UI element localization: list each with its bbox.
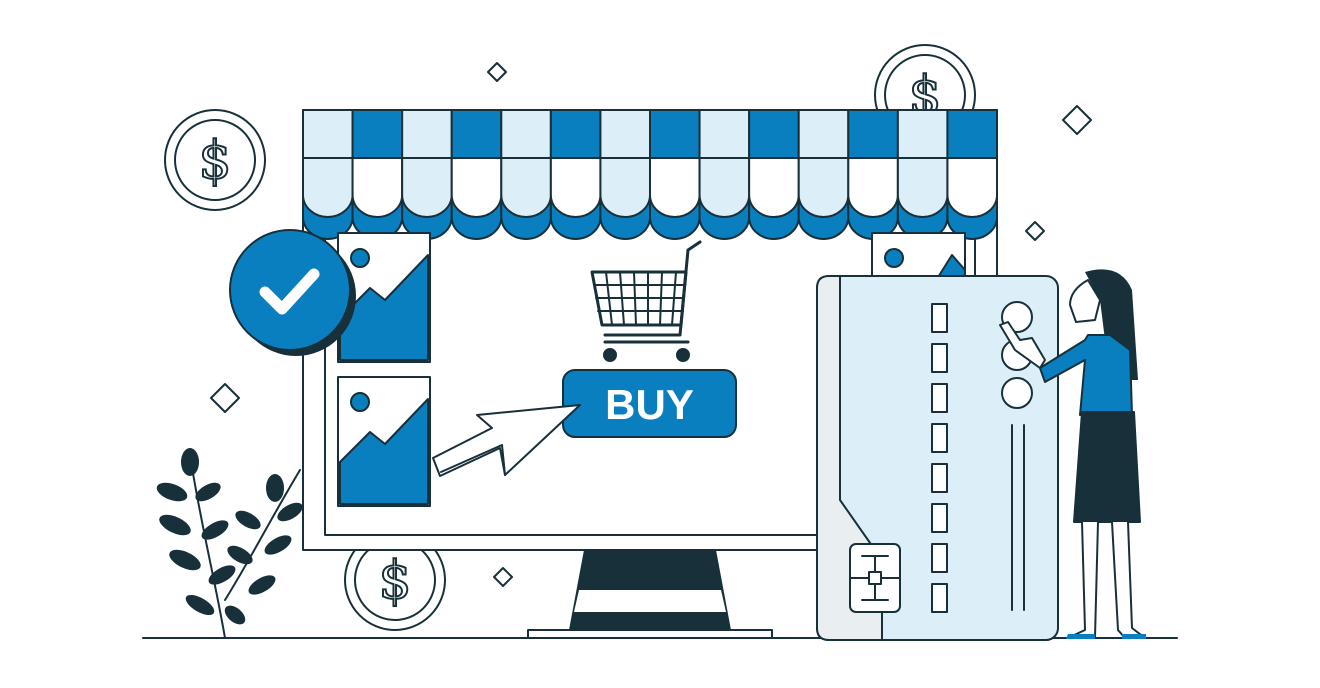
monitor-stand [527, 549, 773, 639]
checkmark-badge-icon [229, 229, 356, 356]
awning-stripe [302, 109, 354, 159]
awning-scallop [549, 157, 602, 218]
shopping-cart-icon [590, 240, 702, 362]
awning-scallop [599, 157, 651, 218]
awning-scallop [401, 157, 453, 218]
card-slot [931, 303, 948, 333]
awning-stripe [351, 109, 404, 159]
awning-stripe [698, 109, 751, 159]
awning-stripe [500, 109, 552, 159]
awning-scallop [302, 157, 354, 218]
awning-stripe [450, 109, 503, 159]
awning-stripe [896, 109, 949, 159]
awning-stripe [401, 109, 453, 159]
diamond-icon [210, 383, 240, 413]
awning-scallop [946, 157, 998, 218]
awning-stripe [549, 109, 602, 159]
diamond-icon [1025, 221, 1045, 241]
diamond-icon [487, 62, 507, 82]
buy-button[interactable]: BUY [562, 369, 737, 438]
card-number-slots [931, 303, 948, 613]
product-image-2 [337, 376, 431, 507]
card-slot [931, 343, 948, 373]
dollar-icon: $ [198, 131, 231, 191]
awning-stripe [847, 109, 899, 159]
awning-scallop [450, 157, 503, 218]
credit-card [816, 275, 1059, 641]
awning-scallop [748, 157, 800, 218]
card-chip-icon [849, 543, 901, 613]
awning-stripe [797, 109, 850, 159]
buy-button-label: BUY [605, 381, 694, 428]
awning-scallop [698, 157, 751, 218]
awning-stripe [748, 109, 800, 159]
card-slot [931, 423, 948, 453]
awning-scallop [797, 157, 850, 218]
cursor-arrow-icon [432, 404, 581, 477]
card-slot [931, 503, 948, 533]
diamond-icon [1062, 105, 1092, 135]
awning-stripe [649, 109, 701, 159]
card-slot [931, 543, 948, 573]
woman-character [999, 269, 1146, 639]
sparkle-diamonds [210, 62, 1092, 587]
plant [156, 448, 303, 639]
shop-awning [302, 109, 999, 240]
awning-scallop [847, 157, 899, 218]
awning-stripe [946, 109, 999, 159]
awning-stripe [599, 109, 652, 159]
card-slot [931, 463, 948, 493]
card-slot [931, 583, 948, 613]
diamond-icon [493, 567, 513, 587]
awning-scallop [500, 157, 552, 218]
dollar-icon: $ [378, 551, 411, 611]
awning-scallop [896, 157, 949, 218]
card-slot [931, 383, 948, 413]
coin-top-left: $ [164, 109, 266, 211]
awning-scallop [351, 157, 404, 218]
awning-scallop [649, 157, 701, 218]
